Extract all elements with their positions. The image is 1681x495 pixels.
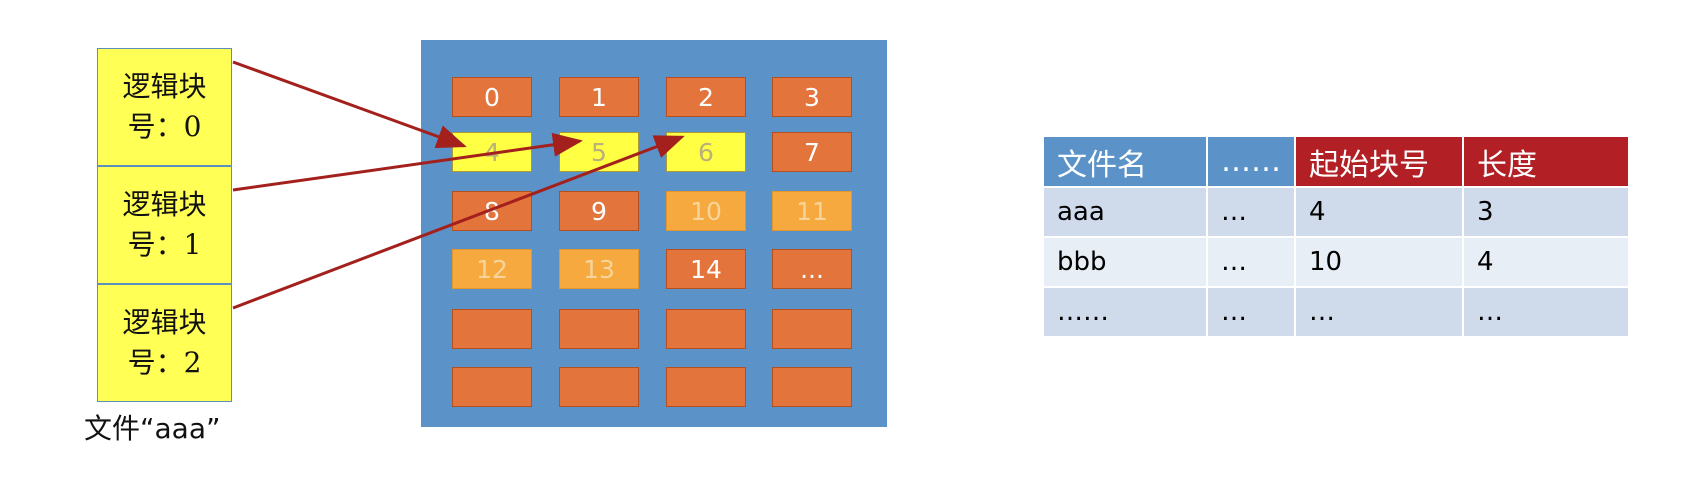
cell-start-block: 4 <box>1295 187 1464 238</box>
disk-block <box>452 367 532 407</box>
header-length: 长度 <box>1463 137 1630 188</box>
header-start-block: 起始块号 <box>1295 137 1464 188</box>
disk-block: 4 <box>452 132 532 172</box>
disk-block <box>772 367 852 407</box>
disk-block <box>772 309 852 349</box>
disk-block: 0 <box>452 77 532 117</box>
cell-length: 3 <box>1463 187 1630 238</box>
cell-ellipsis: … <box>1207 287 1296 338</box>
disk-block: 11 <box>772 191 852 231</box>
disk-block: 8 <box>452 191 532 231</box>
table-row: …… … … … <box>1044 287 1630 338</box>
file-directory-table: 文件名 …… 起始块号 长度 aaa … 4 3 bbb … 10 4 …… …… <box>1044 137 1630 338</box>
cell-filename: aaa <box>1044 187 1208 238</box>
disk-block <box>452 309 532 349</box>
table-row: aaa … 4 3 <box>1044 187 1630 238</box>
disk-block: 6 <box>666 132 746 172</box>
table-header-row: 文件名 …… 起始块号 长度 <box>1044 137 1630 188</box>
cell-ellipsis: … <box>1207 187 1296 238</box>
disk-block <box>559 367 639 407</box>
cell-start-block: … <box>1295 287 1464 338</box>
cell-filename: bbb <box>1044 237 1208 288</box>
cell-filename: …… <box>1044 287 1208 338</box>
disk-block: 9 <box>559 191 639 231</box>
cell-ellipsis: … <box>1207 237 1296 288</box>
header-ellipsis: …… <box>1207 137 1296 188</box>
disk-block <box>559 309 639 349</box>
disk-block: ... <box>772 249 852 289</box>
cell-start-block: 10 <box>1295 237 1464 288</box>
cell-length: 4 <box>1463 237 1630 288</box>
disk-block: 13 <box>559 249 639 289</box>
disk-block: 2 <box>666 77 746 117</box>
logical-block-1: 逻辑块 号：1 <box>97 166 232 284</box>
disk-block: 3 <box>772 77 852 117</box>
disk-block: 7 <box>772 132 852 172</box>
disk-block: 10 <box>666 191 746 231</box>
disk-block: 14 <box>666 249 746 289</box>
disk-block: 5 <box>559 132 639 172</box>
disk-block <box>666 367 746 407</box>
cell-length: … <box>1463 287 1630 338</box>
logical-block-0: 逻辑块 号：0 <box>97 48 232 166</box>
disk-block: 1 <box>559 77 639 117</box>
logical-block-2: 逻辑块 号：2 <box>97 284 232 402</box>
file-caption: 文件“aaa” <box>84 412 221 445</box>
disk-block <box>666 309 746 349</box>
table-row: bbb … 10 4 <box>1044 237 1630 288</box>
header-filename: 文件名 <box>1044 137 1208 188</box>
disk-block: 12 <box>452 249 532 289</box>
